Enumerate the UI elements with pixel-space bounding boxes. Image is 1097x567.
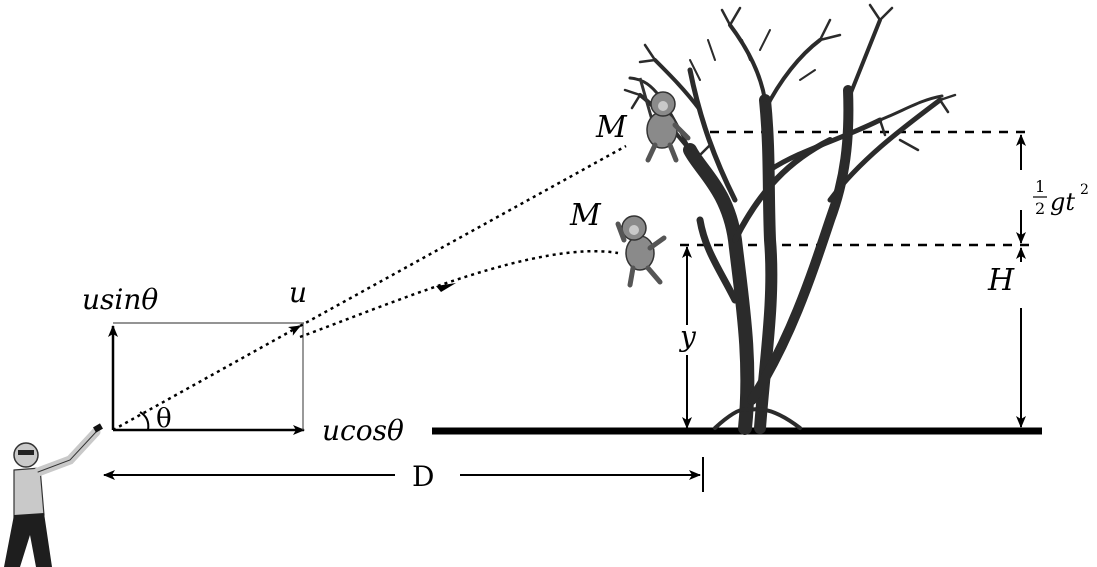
gt-text: gt xyxy=(1050,188,1075,216)
monkey-top xyxy=(638,77,691,163)
person-shooter xyxy=(4,423,103,567)
label-H: H xyxy=(987,263,1015,298)
velocity-arrow xyxy=(112,324,301,432)
label-M-bottom: M xyxy=(569,198,602,233)
label-D: D xyxy=(412,460,434,493)
trajectory-direction-arrow xyxy=(436,283,456,292)
label-u: u xyxy=(289,276,307,309)
line-of-sight xyxy=(299,144,627,328)
label-y: y xyxy=(678,320,697,353)
label-ucos-theta: ucosθ xyxy=(322,414,404,447)
angle-arc xyxy=(139,411,150,431)
exponent-two: 2 xyxy=(1080,182,1089,198)
fraction-denominator: 2 xyxy=(1035,199,1045,218)
tree-illustration xyxy=(623,3,957,435)
label-usin-theta: usinθ xyxy=(82,283,158,316)
projectile-trajectory xyxy=(299,249,619,339)
label-theta: θ xyxy=(156,404,172,434)
label-half-gt-squared: 1 2 gt 2 xyxy=(1033,177,1089,218)
label-M-top: M xyxy=(595,110,628,145)
monkey-bottom xyxy=(615,215,667,288)
fraction-numerator: 1 xyxy=(1035,177,1045,196)
